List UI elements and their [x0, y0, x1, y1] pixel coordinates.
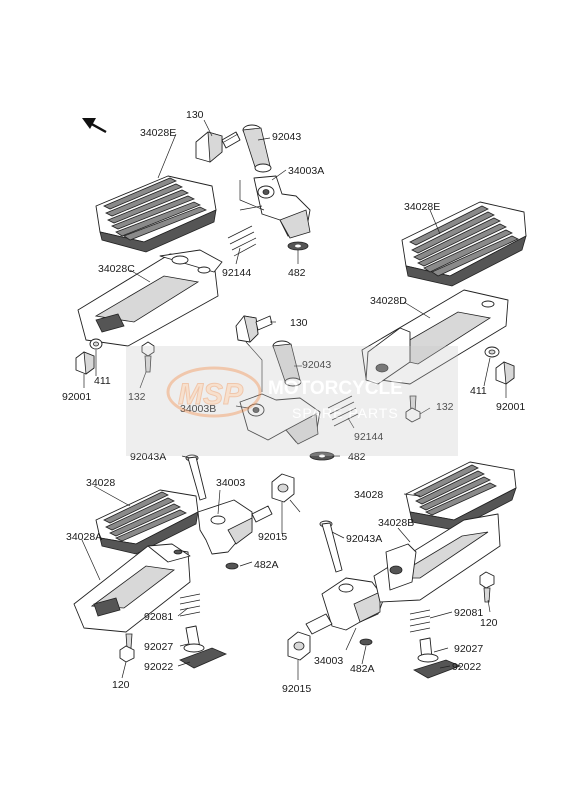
label-92043-mid: 92043 — [302, 359, 331, 371]
nut-92015-right — [287, 631, 311, 661]
washer-482-top — [287, 241, 309, 251]
label-34028c: 34028C — [98, 263, 135, 275]
label-92015-right: 92015 — [282, 683, 311, 695]
spring-92144-mid — [327, 395, 359, 427]
label-92144-top: 92144 — [222, 267, 251, 279]
spring-92144-top — [227, 205, 263, 257]
watermark-logo: MSP — [178, 378, 244, 411]
label-411-left: 411 — [94, 375, 111, 387]
label-482-top: 482 — [288, 267, 306, 279]
washer-411-left — [89, 338, 103, 350]
footpeg-rubber-34028e-right — [401, 201, 527, 287]
nut-92015-left — [271, 473, 295, 503]
label-92043a-left: 92043A — [130, 451, 166, 463]
label-34028e-right: 34028E — [404, 201, 440, 213]
watermark-line1: MOTORCYCLE — [268, 378, 403, 399]
plate-92022-left — [179, 647, 228, 669]
bracket-34003-right — [305, 577, 385, 635]
label-34003-right: 34003 — [314, 655, 343, 667]
pin-92043-mid — [272, 340, 302, 387]
watermark: MSP MOTORCYCLE SPARE PARTS — [126, 346, 458, 456]
footpeg-rubber-34028e-left — [95, 175, 217, 253]
label-92027-left: 92027 — [144, 641, 173, 653]
label-34028b: 34028B — [378, 517, 414, 529]
label-34028a: 34028A — [66, 531, 102, 543]
pin-92027-right — [417, 637, 439, 663]
pin-92043a-left — [185, 454, 207, 501]
watermark-line2: SPARE PARTS — [292, 405, 399, 421]
bracket-34003a — [253, 175, 311, 239]
label-92043-top: 92043 — [272, 131, 301, 143]
watermark-logo-ellipse — [166, 366, 262, 418]
label-120-right: 120 — [480, 617, 498, 629]
label-92027-right: 92027 — [454, 643, 483, 655]
label-482a-left: 482A — [254, 559, 279, 571]
pin-92043-top — [242, 124, 272, 173]
bolt-130-mid — [235, 315, 273, 343]
label-120-left: 120 — [112, 679, 130, 691]
pin-92043a-right — [319, 520, 343, 573]
footpeg-bracket-34028d — [361, 289, 509, 385]
label-130-top: 130 — [186, 109, 204, 121]
bolt-132-right — [405, 395, 421, 423]
washer-482a-left — [225, 562, 239, 570]
footpeg-rubber-34028-left — [95, 489, 199, 555]
spring-92081-left — [179, 593, 201, 617]
label-411-right: 411 — [470, 385, 487, 397]
part-labels: 130 92043 34028E 34003A 34028E 92144 482… — [62, 109, 525, 695]
nut-92001-right — [495, 361, 515, 385]
bolt-130-top — [195, 131, 241, 163]
bracket-34003b — [239, 393, 321, 445]
label-92022-right: 92022 — [452, 661, 481, 673]
plate-92022-right — [413, 659, 462, 679]
footpeg-bracket-34028b — [373, 513, 501, 603]
nut-92001-left — [75, 351, 95, 375]
front-direction-arrow-icon — [82, 118, 107, 134]
label-34028d: 34028D — [370, 295, 407, 307]
washer-482a-right — [359, 638, 373, 646]
bracket-34003-left — [197, 499, 273, 555]
label-92043a-right: 92043A — [346, 533, 382, 545]
label-482a-right: 482A — [350, 663, 375, 675]
footpeg-bracket-34028c — [77, 249, 223, 347]
label-92081-right: 92081 — [454, 607, 483, 619]
bolt-120-left — [119, 633, 135, 663]
label-92022-left: 92022 — [144, 661, 173, 673]
label-34003-left: 34003 — [216, 477, 245, 489]
bolt-120-right — [479, 571, 495, 603]
bolt-132-left — [141, 341, 155, 373]
label-92081-left: 92081 — [144, 611, 173, 623]
footpeg-bracket-34028a — [73, 543, 191, 633]
footpeg-rubber-34028-right — [405, 461, 517, 531]
label-34028-left: 34028 — [86, 477, 115, 489]
label-130-mid: 130 — [290, 317, 308, 329]
leader-lines — [81, 119, 507, 680]
label-34003a: 34003A — [288, 165, 324, 177]
pin-92027-left — [183, 625, 205, 653]
label-92144-mid: 92144 — [354, 431, 383, 443]
label-92001-right: 92001 — [496, 401, 525, 413]
label-132-right: 132 — [436, 401, 454, 413]
label-34028e-left: 34028E — [140, 127, 176, 139]
label-34028-right: 34028 — [354, 489, 383, 501]
label-482-mid: 482 — [348, 451, 366, 463]
washer-411-right — [484, 346, 500, 358]
spring-92081-right — [409, 609, 431, 633]
label-92001-left: 92001 — [62, 391, 91, 403]
label-132-left: 132 — [128, 391, 146, 403]
label-92015-left: 92015 — [258, 531, 287, 543]
